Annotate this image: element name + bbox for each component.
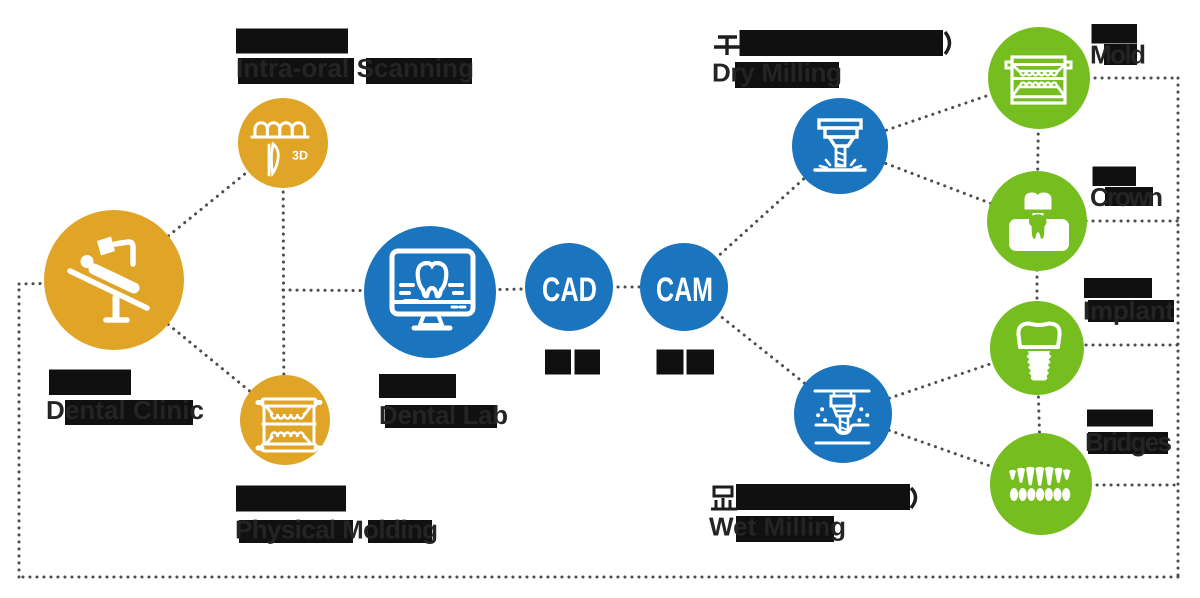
svg-text:CAM: CAM xyxy=(656,271,713,309)
svg-text:CAD: CAD xyxy=(542,271,597,309)
svg-text:Dental Clinic: Dental Clinic xyxy=(46,395,204,425)
svg-text:Dental Lab: Dental Lab xyxy=(379,400,508,430)
svg-text:Intra-oral Scanning: Intra-oral Scanning xyxy=(236,53,474,83)
svg-text:Dry Milling: Dry Milling xyxy=(712,58,842,88)
svg-text:Mold: Mold xyxy=(1090,40,1146,70)
svg-text:Crown: Crown xyxy=(1090,182,1163,212)
svg-text:Bridges: Bridges xyxy=(1085,427,1172,457)
svg-text:Implant: Implant xyxy=(1083,296,1174,326)
svg-text:Physical Molding: Physical Molding xyxy=(235,515,438,545)
svg-text:3D: 3D xyxy=(292,149,308,163)
svg-text:Wet Milling: Wet Milling xyxy=(709,512,846,542)
